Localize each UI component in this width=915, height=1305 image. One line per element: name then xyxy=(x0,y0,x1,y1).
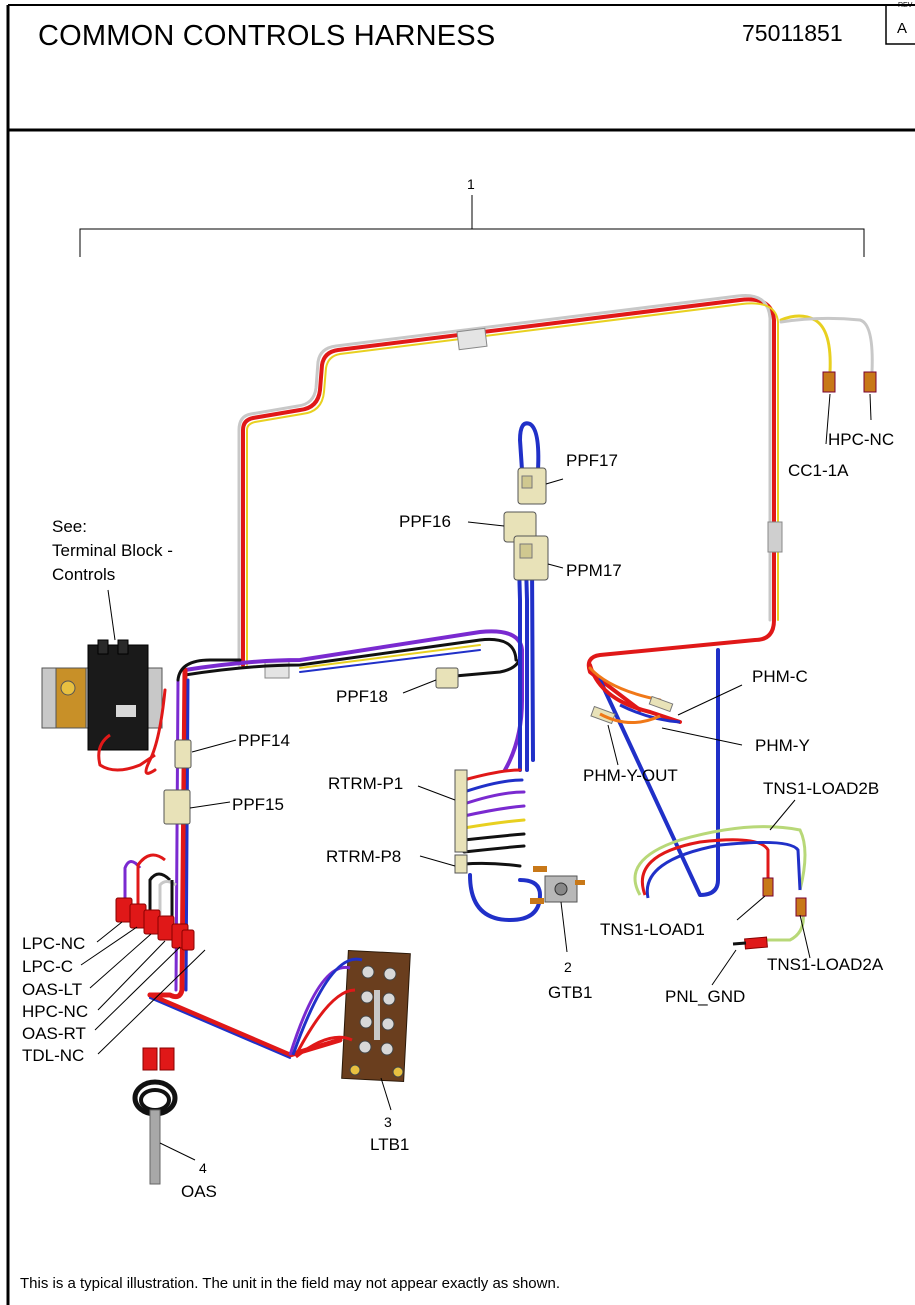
tns1-load2a-terminal xyxy=(795,897,807,917)
label-oas-lt: OAS-LT xyxy=(22,980,82,999)
label-ppf16: PPF16 xyxy=(399,512,451,531)
label-tns1-load2a: TNS1-LOAD2A xyxy=(767,955,884,974)
rev-value: A xyxy=(897,20,908,37)
label-tns1-load2b: TNS1-LOAD2B xyxy=(763,779,879,798)
ppf18-connector xyxy=(435,667,459,689)
label-phm-y-out: PHM-Y-OUT xyxy=(583,766,678,785)
ppm17-connector xyxy=(513,535,549,581)
label-item3: 3 xyxy=(384,1114,392,1130)
label-ppm17: PPM17 xyxy=(566,561,622,580)
label-see: See: xyxy=(52,517,87,536)
item1-number: 1 xyxy=(467,176,475,192)
label-ppf15: PPF15 xyxy=(232,795,284,814)
wire-sleeve xyxy=(456,327,488,351)
tns1-load1-terminal xyxy=(762,877,774,897)
rtrm-p8-connector xyxy=(454,854,468,874)
pnl-gnd-terminal xyxy=(732,936,768,950)
rtrm-p1-connector xyxy=(454,769,468,853)
ppf-stack-wires xyxy=(516,421,541,772)
rtrm-bundle xyxy=(462,768,543,923)
terminal-block-red-loop xyxy=(97,733,156,772)
label-ppf17: PPF17 xyxy=(566,451,618,470)
label-rtrm-p8: RTRM-P8 xyxy=(326,847,401,866)
part-number: 75011851 xyxy=(742,20,843,46)
label-lpc-c: LPC-C xyxy=(22,957,73,976)
main-loop-harness xyxy=(237,293,874,897)
label-tns1-load1: TNS1-LOAD1 xyxy=(600,920,705,939)
label-phm-c: PHM-C xyxy=(752,667,808,686)
leader-lines xyxy=(80,393,872,1161)
label-hpc-nc-top: HPC-NC xyxy=(828,430,894,449)
controls-terminal-block xyxy=(41,639,163,751)
label-tdl-nc: TDL-NC xyxy=(22,1046,84,1065)
label-oas-rt: OAS-RT xyxy=(22,1024,86,1043)
label-see-controls: Controls xyxy=(52,565,115,584)
ppf17-connector xyxy=(517,467,547,505)
label-lpc-nc: LPC-NC xyxy=(22,934,85,953)
left-red-terminals xyxy=(115,897,195,951)
label-gtb1: GTB1 xyxy=(548,983,592,1002)
footer-note: This is a typical illustration. The unit… xyxy=(20,1275,560,1292)
label-ltb1: LTB1 xyxy=(370,1135,409,1154)
oas-sensor xyxy=(132,1047,178,1185)
label-item4: 4 xyxy=(199,1160,207,1176)
label-pnl-gnd: PNL_GND xyxy=(665,987,745,1006)
label-phm-y: PHM-Y xyxy=(755,736,810,755)
label-oas: OAS xyxy=(181,1182,217,1201)
label-hpc-nc-left: HPC-NC xyxy=(22,1002,88,1021)
item1-bracket xyxy=(79,195,865,257)
label-item2: 2 xyxy=(564,959,572,975)
sheet-frame xyxy=(6,4,915,1305)
label-ppf18: PPF18 xyxy=(336,687,388,706)
label-ppf14: PPF14 xyxy=(238,731,290,750)
label-see-terminal-block: Terminal Block - xyxy=(52,541,173,560)
label-rtrm-p1: RTRM-P1 xyxy=(328,774,403,793)
rev-label: REV xyxy=(898,2,913,9)
ppf15-connector xyxy=(163,789,191,825)
left-terminal-wires xyxy=(123,853,177,920)
ltb1-wires xyxy=(288,957,363,1059)
label-cc1-1a: CC1-1A xyxy=(788,461,849,480)
ppf14-connector xyxy=(174,739,192,769)
phm-terminals xyxy=(590,695,681,725)
callout-labels: PPF17 PPF16 PPM17 PPF18 PPF14 PPF15 RTRM… xyxy=(22,430,894,1201)
top-right-terminals xyxy=(822,371,877,393)
drawing-title: COMMON CONTROLS HARNESS xyxy=(38,20,496,52)
wire-sleeve xyxy=(767,521,783,553)
ltb1-terminal-board xyxy=(341,949,411,1083)
